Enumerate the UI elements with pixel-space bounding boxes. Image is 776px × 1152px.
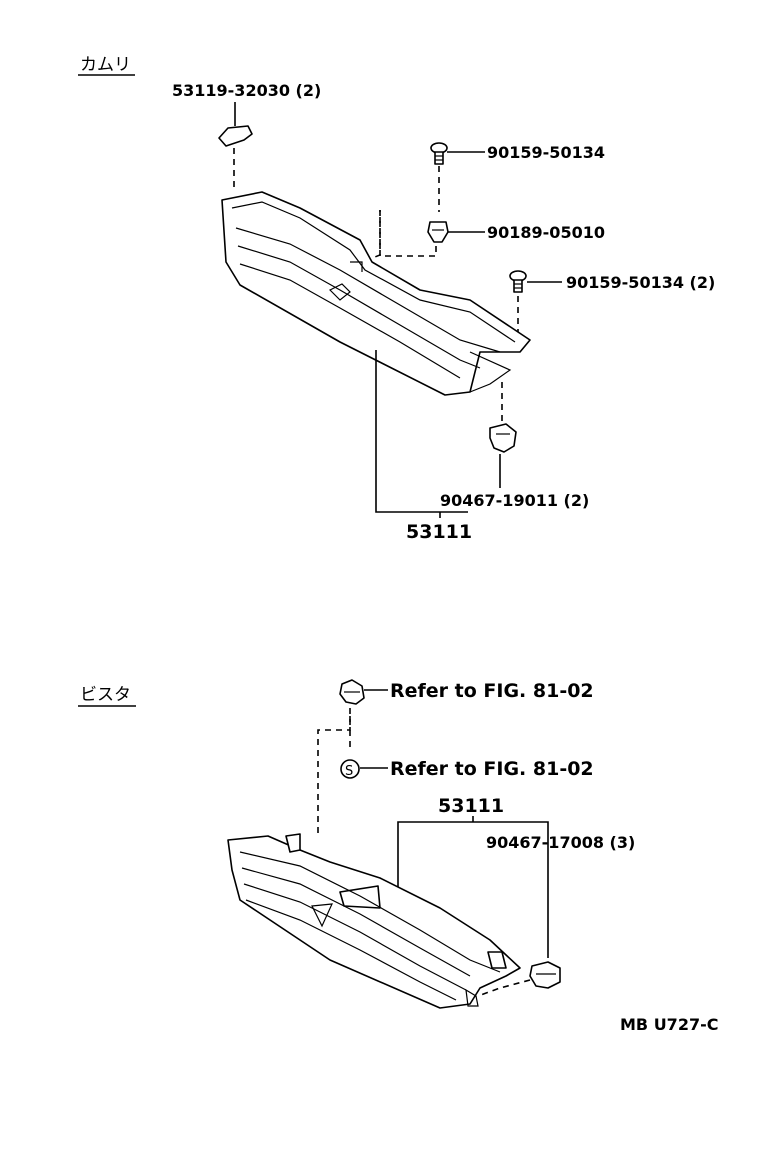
camry-section: カムリ 53119-32030 (2) 90159-50134 90189-05… — [78, 55, 715, 543]
vista-s-mark-icon: S — [340, 759, 360, 779]
vista-s-mark-text: S — [345, 764, 353, 779]
camry-clip-19011-icon — [489, 423, 517, 453]
vista-emblem-clip-icon — [339, 679, 365, 705]
vista-clip-17008-icon — [529, 961, 561, 989]
camry-dash-clip-a — [379, 210, 437, 257]
vista-part-53111: 53111 — [438, 795, 504, 817]
camry-screw-icon-1 — [430, 142, 448, 165]
vista-grille — [227, 833, 521, 1009]
vista-dash-clip — [477, 979, 531, 997]
camry-emblem-part — [218, 125, 253, 147]
vista-dash-grille — [317, 716, 351, 836]
camry-part-90189: 90189-05010 — [487, 223, 605, 242]
camry-part-53111: 53111 — [406, 521, 472, 543]
vista-ref-1: Refer to FIG. 81-02 — [390, 680, 594, 702]
camry-screw-icon-2 — [509, 270, 527, 293]
diagram-reference-code: MB U727-C — [620, 1015, 718, 1034]
camry-part-90467: 90467-19011 (2) — [440, 491, 589, 510]
camry-section-title: カムリ — [80, 55, 131, 75]
camry-part-90159-b: 90159-50134 (2) — [566, 273, 715, 292]
camry-bracket-53111 — [375, 350, 468, 513]
camry-part-53119: 53119-32030 (2) — [172, 81, 321, 100]
vista-ref-2: Refer to FIG. 81-02 — [390, 758, 594, 780]
vista-section-title: ビスタ — [80, 685, 131, 705]
camry-grille — [221, 191, 531, 396]
camry-clip-icon — [427, 221, 449, 243]
vista-section: ビスタ Refer to FIG. 81-02 S Refer to FIG. … — [78, 679, 635, 1009]
vista-part-90467: 90467-17008 (3) — [486, 833, 635, 852]
camry-part-90159-a: 90159-50134 — [487, 143, 605, 162]
